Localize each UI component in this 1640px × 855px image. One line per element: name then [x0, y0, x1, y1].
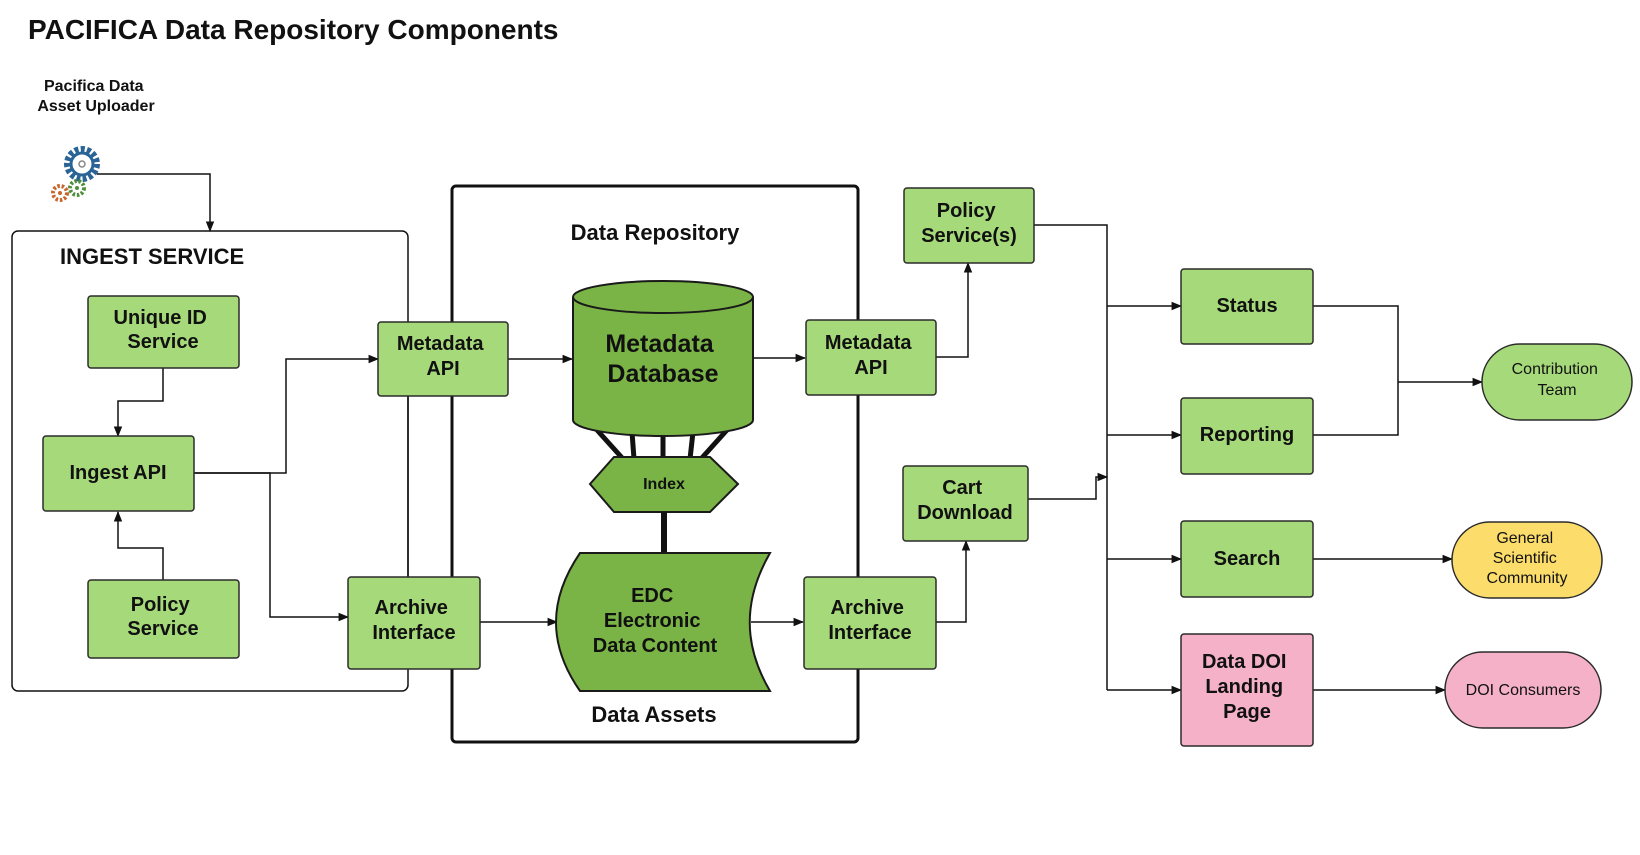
svg-text:Archive Interface: Archive Interface [828, 597, 911, 644]
svg-text:Policy Service: Policy Service [127, 594, 198, 640]
policy-service-node: Policy Service [87, 579, 240, 659]
data-assets-label: Data Assets [591, 702, 716, 727]
svg-text:Ingest API: Ingest API [69, 462, 166, 484]
svg-text:Contribution Team: Contribution Team [1512, 361, 1603, 399]
svg-text:Data DOI Landing P: Data DOI Landing Page [1202, 651, 1292, 723]
svg-text:DOI Consumers: DOI Consumers [1466, 682, 1581, 699]
data-repository-title: Data Repository [571, 220, 740, 245]
connectors [97, 173, 1484, 695]
cart-download-node: Cart Download [902, 465, 1029, 542]
ingest-service-title: INGEST SERVICE [60, 244, 244, 269]
uploader-label-line-1: Pacifica Data [44, 78, 144, 95]
data-repository-container [450, 184, 860, 744]
diagram-title: PACIFICA Data Repository Components [28, 14, 558, 45]
svg-text:Status: Status [1216, 295, 1277, 317]
uploader-label-line-2: Asset Uploader [37, 98, 154, 115]
archive-interface-left-node: Archive Interface [347, 576, 481, 670]
doi-landing-page-node: Data DOI Landing Page [1180, 633, 1314, 747]
contribution-team-terminal: Contribution Team [1481, 343, 1633, 421]
general-scientific-community-terminal: General Scientific Community [1451, 521, 1603, 599]
svg-text:Search: Search [1214, 548, 1281, 570]
unique-id-service-node: Unique ID Service [87, 295, 240, 369]
status-node: Status [1180, 268, 1314, 345]
edc-data-content-node: EDC Electronic Data Content [555, 552, 772, 692]
svg-text:Index: Index [643, 476, 685, 493]
uploader-label: Pacifica Data Asset Uploader [37, 78, 154, 115]
doi-consumers-terminal: DOI Consumers [1444, 651, 1602, 729]
svg-text:Cart Download: Cart Download [917, 477, 1013, 524]
svg-text:Metadata API: Metadata API [397, 333, 489, 380]
svg-text:Reporting: Reporting [1200, 424, 1294, 446]
search-node: Search [1180, 520, 1314, 598]
metadata-api-right-node: Metadata API [805, 319, 937, 396]
gears-icon [51, 146, 100, 202]
svg-text:Metadata API: Metadata API [825, 332, 917, 379]
svg-text:Policy Service(s): Policy Service(s) [921, 200, 1017, 247]
svg-text:Unique ID Service: Unique ID Service [114, 307, 213, 353]
metadata-api-left-node: Metadata API [377, 321, 509, 397]
ingest-api-node: Ingest API [42, 435, 195, 512]
svg-text:General Scientific: General Scientific Community [1487, 530, 1568, 587]
index-node: Index [588, 456, 740, 513]
metadata-database-node: Metadata Database [572, 280, 754, 462]
svg-text:Archive Interface: Archive Interface [372, 597, 455, 644]
archive-interface-right-node: Archive Interface [803, 576, 937, 670]
svg-text:Metadata Database: Metadata Database [605, 330, 720, 388]
policy-services-node: Policy Service(s) [903, 187, 1035, 264]
reporting-node: Reporting [1180, 397, 1314, 475]
svg-text:EDC Electronic Dat: EDC Electronic Data Content [593, 585, 718, 657]
